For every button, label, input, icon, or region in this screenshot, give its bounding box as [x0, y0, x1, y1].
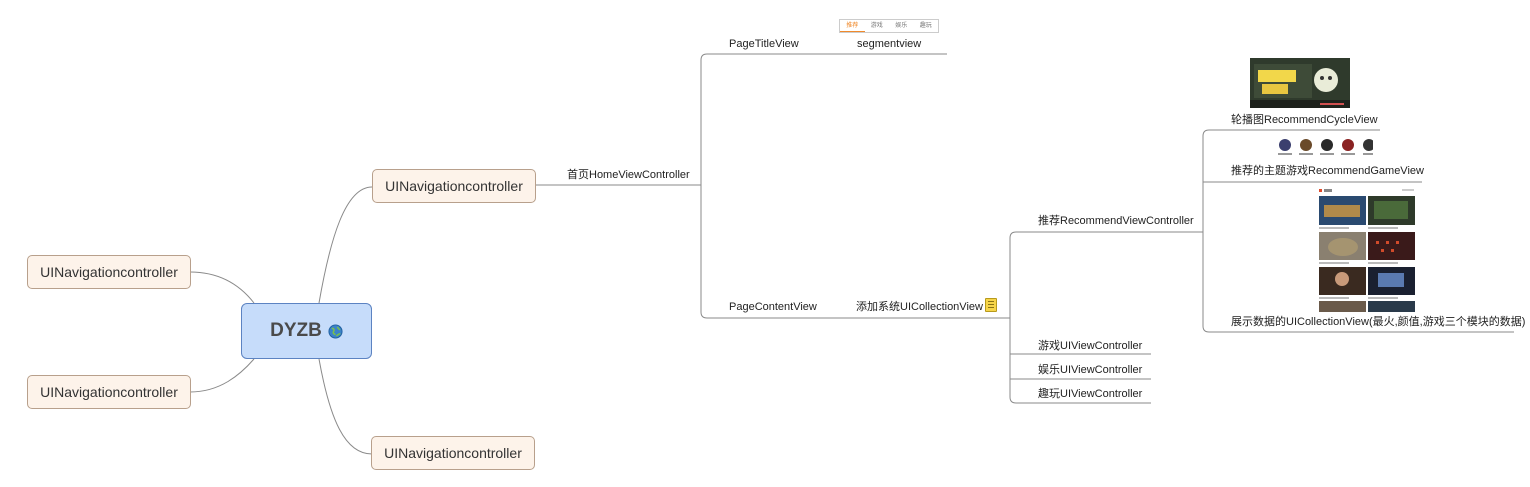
topic-label: UINavigationcontroller — [384, 445, 522, 461]
label-add-collection-view[interactable]: 添加系统UICollectionView — [856, 301, 983, 313]
topic-label: UINavigationcontroller — [40, 384, 178, 400]
root-label: DYZB — [270, 320, 322, 341]
label-page-title-view[interactable]: PageTitleView — [729, 38, 799, 50]
cycle-banner-image — [1250, 58, 1350, 108]
root-topic[interactable]: DYZB — [241, 303, 372, 359]
game-icon — [1321, 139, 1333, 151]
game-icon — [1300, 139, 1312, 151]
label-fun-vc[interactable]: 趣玩UIViewController — [1038, 388, 1143, 400]
label-segment-view[interactable]: segmentview — [857, 38, 922, 50]
connector-root-left-lower — [189, 358, 255, 393]
connector-root-bottom — [318, 358, 373, 455]
connector-root-left-upper — [189, 271, 255, 304]
label-game-vc[interactable]: 游戏UIViewController — [1038, 340, 1143, 352]
label-page-content-view[interactable]: PageContentView — [729, 301, 817, 313]
topic-nav-left-upper[interactable]: UINavigationcontroller — [27, 255, 191, 289]
segment-tab: 趣玩 — [919, 23, 932, 29]
topic-label: UINavigationcontroller — [40, 264, 178, 280]
topic-nav-top[interactable]: UINavigationcontroller — [372, 169, 536, 203]
topic-nav-bottom[interactable]: UINavigationcontroller — [371, 436, 535, 470]
note-icon[interactable] — [985, 298, 997, 312]
game-icons-row — [1278, 139, 1373, 155]
segment-tab: 游戏 — [870, 23, 883, 29]
game-icon — [1363, 139, 1373, 151]
topic-label: UINavigationcontroller — [385, 178, 523, 194]
game-icon — [1279, 139, 1291, 151]
segment-tab: 推荐 — [840, 20, 865, 32]
topic-nav-left-lower[interactable]: UINavigationcontroller — [27, 375, 191, 409]
label-recommend-vc[interactable]: 推荐RecommendViewController — [1038, 215, 1194, 227]
collection-grid-image — [1318, 187, 1416, 312]
label-amuse-vc[interactable]: 娱乐UIViewController — [1038, 364, 1143, 376]
segment-view-thumbnail: 推荐 游戏 娱乐 趣玩 — [839, 19, 939, 33]
connector-recommend-bracket — [1202, 129, 1380, 137]
globe-icon — [328, 323, 343, 339]
connector-content-bracket — [1009, 231, 1203, 239]
game-icon — [1342, 139, 1354, 151]
segment-tab: 娱乐 — [895, 23, 908, 29]
label-cycle-view[interactable]: 轮播图RecommendCycleView — [1231, 114, 1378, 126]
label-game-view[interactable]: 推荐的主题游戏RecommendGameView — [1231, 165, 1424, 177]
connector-root-top — [318, 186, 373, 304]
label-collection-data[interactable]: 展示数据的UICollectionView(最火,颜值,游戏三个模块的数据) — [1231, 316, 1526, 328]
label-home-vc[interactable]: 首页HomeViewController — [567, 169, 690, 181]
connector-home-bracket — [700, 53, 947, 61]
